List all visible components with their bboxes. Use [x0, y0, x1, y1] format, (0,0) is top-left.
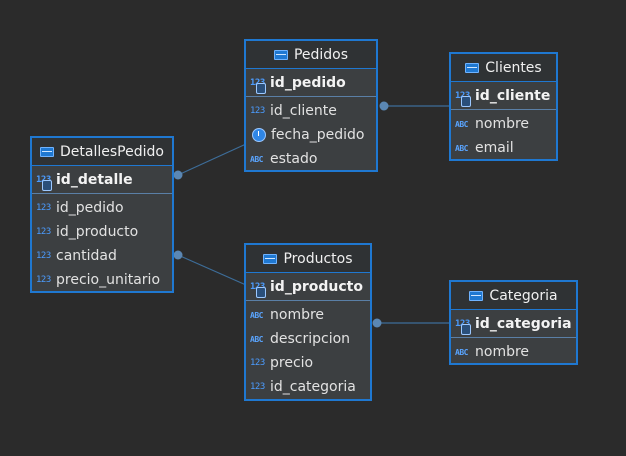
field-name: id_producto — [56, 224, 139, 240]
entity-title: Clientes — [485, 59, 542, 76]
field-row[interactable]: 123 id_categoria — [246, 375, 370, 399]
text-type-icon: ABC — [455, 143, 468, 153]
field-name: id_cliente — [270, 103, 337, 119]
entity-header[interactable]: DetallesPedido — [32, 138, 172, 166]
entity-header[interactable]: Categoria — [451, 282, 576, 310]
entity-title: Productos — [283, 250, 353, 267]
link-endpoint-detallespedido-pedidos — [173, 170, 183, 180]
field-row[interactable]: ABC descripcion — [246, 327, 370, 351]
entity-header[interactable]: Pedidos — [246, 41, 376, 69]
field-row[interactable]: 123 cantidad — [32, 244, 172, 268]
table-icon — [273, 49, 288, 60]
field-row[interactable]: 123 precio_unitario — [32, 268, 172, 292]
entity-productos[interactable]: Productos 123 id_producto ABC nombre ABC… — [244, 243, 372, 401]
link-endpoint-detallespedido-productos — [173, 250, 183, 260]
text-type-icon: ABC — [455, 119, 468, 129]
table-icon — [40, 146, 55, 157]
field-name: nombre — [475, 344, 530, 360]
field-row[interactable]: ABC nombre — [451, 340, 576, 364]
numeric-key-icon: 123 — [455, 319, 473, 335]
field-name: id_categoria — [270, 379, 356, 395]
table-icon — [469, 290, 484, 301]
numeric-key-icon: 123 — [250, 78, 268, 94]
numeric-type-icon: 123 — [250, 106, 265, 116]
numeric-type-icon: 123 — [250, 382, 265, 392]
entity-pedidos[interactable]: Pedidos 123 id_pedido 123 id_cliente fec… — [244, 39, 378, 172]
link-detallespedido-productos — [177, 254, 247, 286]
primary-key-row[interactable]: 123 id_producto — [246, 273, 370, 301]
entity-title: Pedidos — [293, 46, 349, 63]
numeric-type-icon: 123 — [36, 275, 51, 285]
numeric-type-icon: 123 — [250, 358, 265, 368]
entity-header[interactable]: Productos — [246, 245, 370, 273]
field-name: cantidad — [56, 248, 117, 264]
link-detallespedido-pedidos — [177, 143, 247, 176]
entity-title: Categoria — [489, 287, 558, 304]
entity-title: DetallesPedido — [60, 143, 164, 160]
entity-categoria[interactable]: Categoria 123 id_categoria ABC nombre — [449, 280, 578, 365]
numeric-type-icon: 123 — [36, 251, 51, 261]
field-row[interactable]: ABC estado — [246, 147, 376, 171]
field-name: id_producto — [270, 278, 363, 295]
field-name: precio — [270, 355, 314, 371]
link-endpoint-pedidos-clientes — [379, 101, 389, 111]
entity-detallespedido[interactable]: DetallesPedido 123 id_detalle 123 id_ped… — [30, 136, 174, 293]
field-row[interactable]: ABC nombre — [246, 303, 370, 327]
field-row[interactable]: 123 id_pedido — [32, 196, 172, 220]
field-row[interactable]: 123 precio — [246, 351, 370, 375]
primary-key-row[interactable]: 123 id_pedido — [246, 69, 376, 97]
clock-icon — [252, 128, 266, 142]
field-row[interactable]: ABC email — [451, 136, 556, 160]
table-icon — [263, 253, 278, 264]
numeric-key-icon: 123 — [455, 91, 473, 107]
numeric-type-icon: 123 — [36, 203, 51, 213]
field-name: fecha_pedido — [271, 127, 365, 143]
entity-clientes[interactable]: Clientes 123 id_cliente ABC nombre ABC e… — [449, 52, 558, 161]
field-row[interactable]: 123 id_cliente — [246, 99, 376, 123]
field-name: email — [475, 140, 514, 156]
field-row[interactable]: 123 id_producto — [32, 220, 172, 244]
field-name: id_categoria — [475, 315, 572, 332]
numeric-key-icon: 123 — [250, 282, 268, 298]
field-row[interactable]: ABC nombre — [451, 112, 556, 136]
text-type-icon: ABC — [250, 154, 263, 164]
field-name: id_pedido — [56, 200, 124, 216]
field-name: estado — [270, 151, 318, 167]
primary-key-row[interactable]: 123 id_cliente — [451, 82, 556, 110]
field-name: id_pedido — [270, 74, 346, 91]
field-name: id_detalle — [56, 171, 133, 188]
numeric-key-icon: 123 — [36, 175, 54, 191]
primary-key-row[interactable]: 123 id_categoria — [451, 310, 576, 338]
text-type-icon: ABC — [455, 347, 468, 357]
link-endpoint-productos-categoria — [372, 318, 382, 328]
entity-header[interactable]: Clientes — [451, 54, 556, 82]
table-icon — [465, 62, 480, 73]
field-name: nombre — [270, 307, 325, 323]
primary-key-row[interactable]: 123 id_detalle — [32, 166, 172, 194]
field-name: descripcion — [270, 331, 351, 347]
text-type-icon: ABC — [250, 334, 263, 344]
field-row[interactable]: fecha_pedido — [246, 123, 376, 147]
field-name: nombre — [475, 116, 530, 132]
numeric-type-icon: 123 — [36, 227, 51, 237]
field-name: precio_unitario — [56, 272, 161, 288]
field-name: id_cliente — [475, 87, 551, 104]
text-type-icon: ABC — [250, 310, 263, 320]
